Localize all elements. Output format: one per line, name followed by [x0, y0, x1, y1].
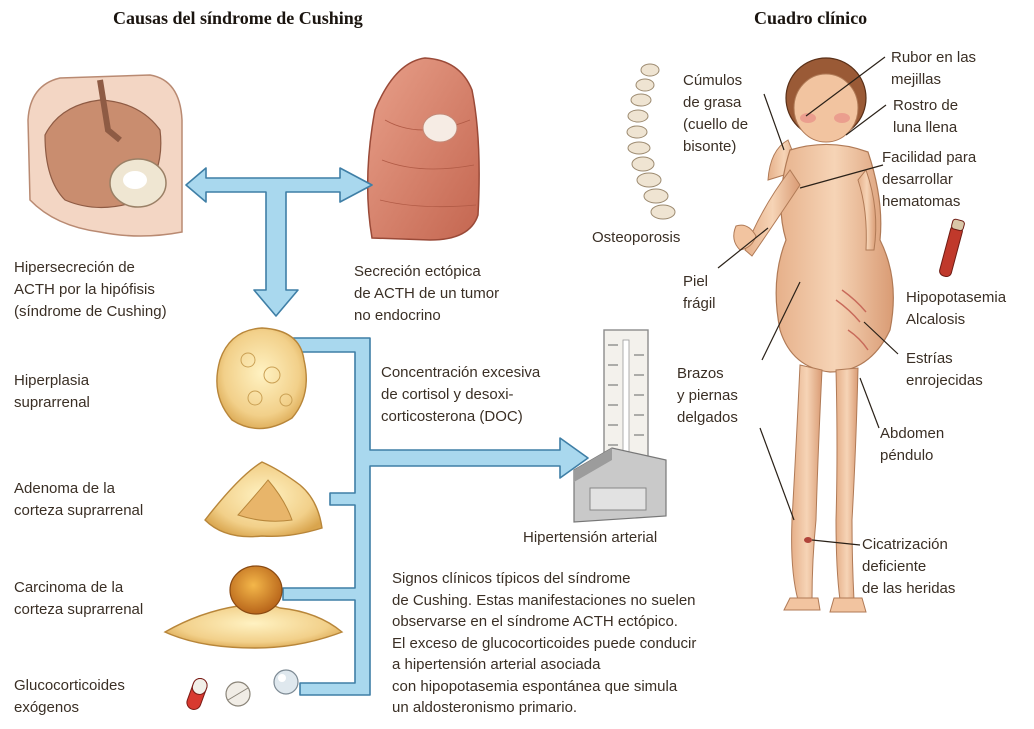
adenoma-label-line: corteza suprarrenal — [14, 500, 143, 522]
striae-label-line: Estrías — [906, 348, 983, 370]
adenoma-illustration — [205, 462, 322, 537]
fat-label-line: Cúmulos — [683, 70, 748, 92]
carcinoma-illustration — [165, 566, 342, 648]
blood-tube-illustration — [938, 219, 965, 278]
pituitary-label-line: ACTH por la hipófisis — [14, 279, 167, 301]
caption-line: con hipopotasemia espontánea que simula — [392, 676, 696, 698]
fat-label-line: (cuello de — [683, 114, 748, 136]
pituitary-label-line: (síndrome de Cushing) — [14, 301, 167, 323]
cheeks-label: Rubor en las mejillas — [891, 47, 976, 91]
caption-line: Signos clínicos típicos del síndrome — [392, 568, 696, 590]
ectopic-label-line: Secreción ectópica — [354, 261, 499, 283]
exogenous-label: Glucocorticoides exógenos — [14, 675, 125, 719]
striae-label-line: enrojecidas — [906, 370, 983, 392]
caption-line: a hipertensión arterial asociada — [392, 654, 696, 676]
pituitary-label-line: Hipersecreción de — [14, 257, 167, 279]
moonface-label-line: Rostro de — [893, 95, 958, 117]
bruising-label: Facilidad para desarrollar hematomas — [882, 147, 976, 213]
fat-label: Cúmulos de grasa (cuello de bisonte) — [683, 70, 748, 158]
hyperplasia-label-line: Hiperplasia — [14, 370, 90, 392]
excess-label-line: Concentración excesiva — [381, 362, 540, 384]
skin-label-line: frágil — [683, 293, 716, 315]
caption-line: observarse en el síndrome ACTH ectópico. — [392, 611, 696, 633]
caption: Signos clínicos típicos del síndrome de … — [392, 568, 696, 719]
clinical-title: Cuadro clínico — [754, 8, 867, 29]
limbs-label-line: Brazos — [677, 363, 738, 385]
hyperplasia-illustration — [217, 328, 306, 429]
excess-label-line: de cortisol y desoxi- — [381, 384, 540, 406]
pituitary-illustration — [28, 75, 182, 236]
adenoma-label: Adenoma de la corteza suprarrenal — [14, 478, 143, 522]
ectopic-label-line: de ACTH de un tumor — [354, 283, 499, 305]
lung-illustration — [368, 58, 479, 240]
cheeks-label-line: Rubor en las — [891, 47, 976, 69]
excess-label-line: corticosterona (DOC) — [381, 406, 540, 428]
healing-label-line: deficiente — [862, 556, 955, 578]
hyperplasia-label-line: suprarrenal — [14, 392, 90, 414]
hypertension-label: Hipertensión arterial — [523, 527, 657, 549]
healing-label-line: de las heridas — [862, 578, 955, 600]
carcinoma-label-line: corteza suprarrenal — [14, 599, 143, 621]
fat-label-line: bisonte) — [683, 136, 748, 158]
limbs-label: Brazos y piernas delgados — [677, 363, 738, 429]
carcinoma-label: Carcinoma de la corteza suprarrenal — [14, 577, 143, 621]
excess-label: Concentración excesiva de cortisol y des… — [381, 362, 540, 428]
abdomen-label-line: Abdomen — [880, 423, 944, 445]
hypokalemia-label-line: Hipopotasemia — [906, 287, 1006, 309]
bruising-label-line: desarrollar — [882, 169, 976, 191]
sphygmomanometer-illustration — [574, 330, 666, 522]
fat-label-line: de grasa — [683, 92, 748, 114]
patient-figure-illustration — [734, 58, 894, 612]
hypokalemia-label: Hipopotasemia Alcalosis — [906, 287, 1006, 331]
ectopic-label-line: no endocrino — [354, 305, 499, 327]
moonface-label-line: luna llena — [893, 117, 958, 139]
cheeks-label-line: mejillas — [891, 69, 976, 91]
skin-label-line: Piel — [683, 271, 716, 293]
causes-title: Causas del síndrome de Cushing — [113, 8, 363, 29]
skin-label: Piel frágil — [683, 271, 716, 315]
healing-label-line: Cicatrización — [862, 534, 955, 556]
spine-illustration — [627, 64, 675, 219]
caption-line: El exceso de glucocorticoides puede cond… — [392, 633, 696, 655]
hypokalemia-label-line: Alcalosis — [906, 309, 1006, 331]
pituitary-label: Hipersecreción de ACTH por la hipófisis … — [14, 257, 167, 323]
osteoporosis-label: Osteoporosis — [592, 227, 680, 249]
ectopic-label: Secreción ectópica de ACTH de un tumor n… — [354, 261, 499, 327]
striae-label: Estrías enrojecidas — [906, 348, 983, 392]
caption-line: un aldosteronismo primario. — [392, 697, 696, 719]
exogenous-label-line: Glucocorticoides — [14, 675, 125, 697]
moonface-label: Rostro de luna llena — [893, 95, 958, 139]
abdomen-label: Abdomen péndulo — [880, 423, 944, 467]
exogenous-label-line: exógenos — [14, 697, 125, 719]
limbs-label-line: delgados — [677, 407, 738, 429]
carcinoma-label-line: Carcinoma de la — [14, 577, 143, 599]
pills-illustration — [185, 670, 298, 711]
caption-line: de Cushing. Estas manifestaciones no sue… — [392, 590, 696, 612]
bruising-label-line: Facilidad para — [882, 147, 976, 169]
hyperplasia-label: Hiperplasia suprarrenal — [14, 370, 90, 414]
limbs-label-line: y piernas — [677, 385, 738, 407]
healing-label: Cicatrización deficiente de las heridas — [862, 534, 955, 600]
bruising-label-line: hematomas — [882, 191, 976, 213]
adenoma-label-line: Adenoma de la — [14, 478, 143, 500]
abdomen-label-line: péndulo — [880, 445, 944, 467]
